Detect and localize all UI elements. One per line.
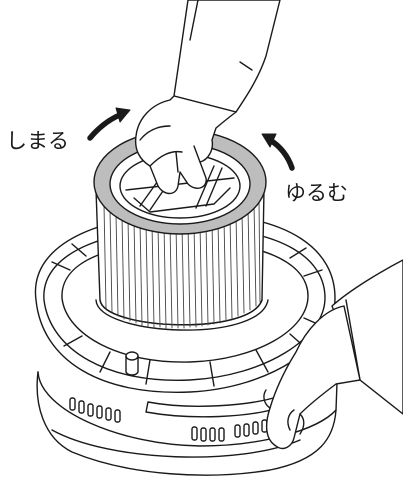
- tighten-arrow: [87, 107, 131, 141]
- filter-pleats: [103, 198, 261, 329]
- base-ribs: [51, 243, 323, 387]
- filter-inner-frame: [125, 163, 235, 213]
- loosen-arrow: [261, 133, 295, 171]
- side-hand: [263, 259, 403, 450]
- pleated-filter: [93, 129, 269, 331]
- loosen-label: ゆるむ: [285, 181, 348, 205]
- top-hand: [134, 0, 281, 195]
- tighten-label: しまる: [6, 129, 69, 153]
- ring-knob: [125, 351, 139, 376]
